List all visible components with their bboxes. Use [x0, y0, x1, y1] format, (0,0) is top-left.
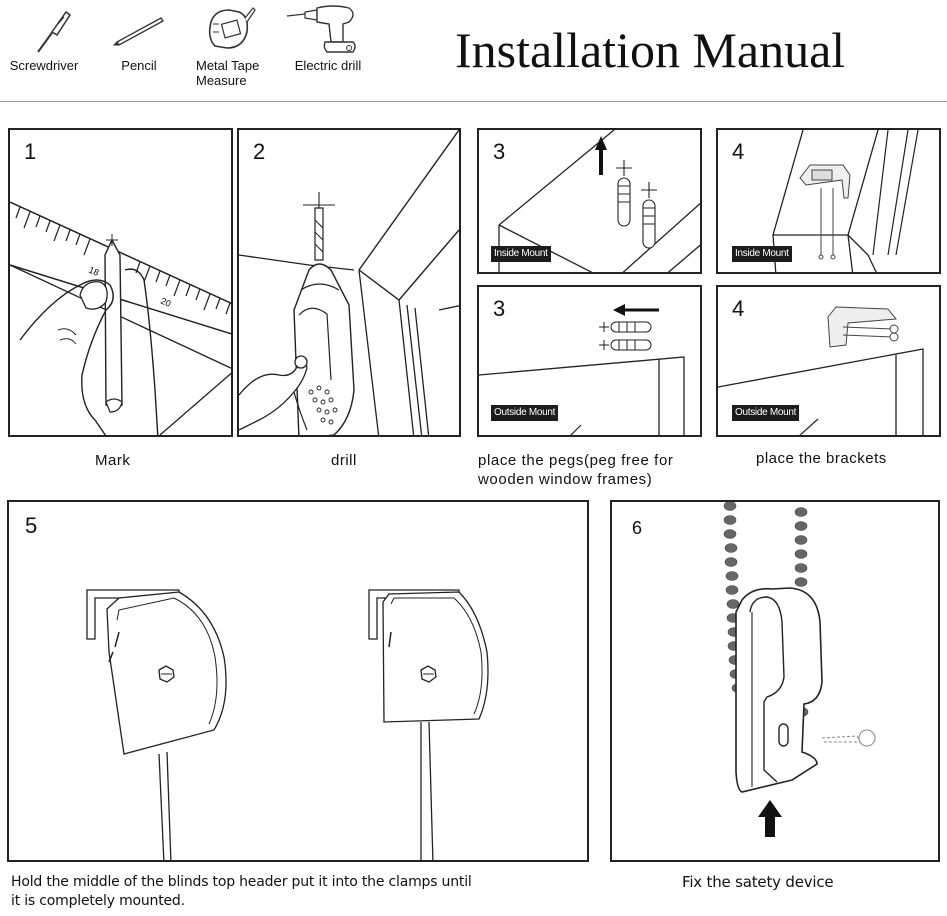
tool-label: Screwdriver: [9, 58, 79, 73]
caption-line: it is completely mounted.: [11, 893, 185, 909]
tool-label: Electric drill: [294, 58, 362, 73]
step-5-illustration: [86, 589, 489, 860]
step-2-illustration: [239, 130, 459, 435]
step-number: 3: [493, 139, 506, 164]
page-title: Installation Manual: [455, 22, 846, 78]
step-6-panel: 6: [610, 500, 940, 862]
step-number: 1: [24, 139, 37, 164]
tool-label: Pencil: [121, 58, 157, 73]
step-4-outside-illustration: [718, 306, 924, 435]
tool-screwdriver: Screwdriver: [4, 2, 84, 73]
step-number: 5: [25, 513, 38, 538]
step-3-inside-illustration: [498, 130, 700, 272]
step-1-panel: 18 20 1: [8, 128, 233, 437]
step-3-outside-illustration: [479, 304, 685, 435]
tape-measure-icon: [208, 7, 256, 49]
step-3-inside-mount-panel: 3 Inside Mount: [477, 128, 702, 274]
step-number: 6: [632, 518, 643, 538]
step-number: 4: [732, 139, 745, 164]
step-1-caption: Mark: [95, 452, 131, 469]
screwdriver-icon: [37, 10, 72, 53]
header-divider: [0, 101, 947, 102]
mount-type-badge: Inside Mount: [491, 246, 551, 262]
step-4-outside-mount-panel: 4 Outside Mount: [716, 285, 941, 437]
caption-line: place the pegs(peg free for: [478, 452, 674, 469]
tool-electric-drill: Electric drill: [283, 2, 373, 73]
step-number: 2: [253, 139, 266, 164]
tool-tape-measure: Metal Tape Measure: [188, 2, 270, 88]
mount-type-badge: Outside Mount: [491, 405, 559, 421]
step-6-illustration: [723, 502, 876, 837]
step-1-illustration: 18 20: [10, 201, 231, 435]
tool-pencil: Pencil: [104, 2, 174, 73]
tool-label: Metal Tape Measure: [188, 58, 270, 88]
mount-type-badge: Inside Mount: [732, 246, 792, 262]
step-5-panel: 5: [7, 500, 589, 862]
step-5-caption: Hold the middle of the blinds top header…: [11, 873, 472, 911]
step-6-caption: Fix the satety device: [682, 873, 834, 891]
step-3-caption: place the pegs(peg free for wooden windo…: [478, 451, 673, 489]
step-2-caption: drill: [331, 452, 357, 469]
step-4-caption: place the brackets: [756, 450, 887, 467]
step-2-panel: 2: [237, 128, 461, 437]
step-3-outside-mount-panel: 3 Outside Mount: [477, 285, 702, 437]
tool-label-line: Metal Tape: [196, 58, 260, 73]
pencil-icon: [112, 17, 164, 46]
caption-line: Hold the middle of the blinds top header…: [11, 874, 472, 890]
tool-label-line: Measure: [196, 73, 247, 88]
caption-line: wooden window frames): [478, 471, 653, 488]
electric-drill-icon: [286, 5, 356, 53]
ruler-label: 20: [159, 296, 172, 309]
step-number: 3: [493, 296, 506, 321]
step-number: 4: [732, 296, 745, 321]
ruler-label: 18: [87, 265, 100, 278]
mount-type-badge: Outside Mount: [732, 405, 800, 421]
step-4-inside-mount-panel: 4 Inside Mount: [716, 128, 941, 274]
